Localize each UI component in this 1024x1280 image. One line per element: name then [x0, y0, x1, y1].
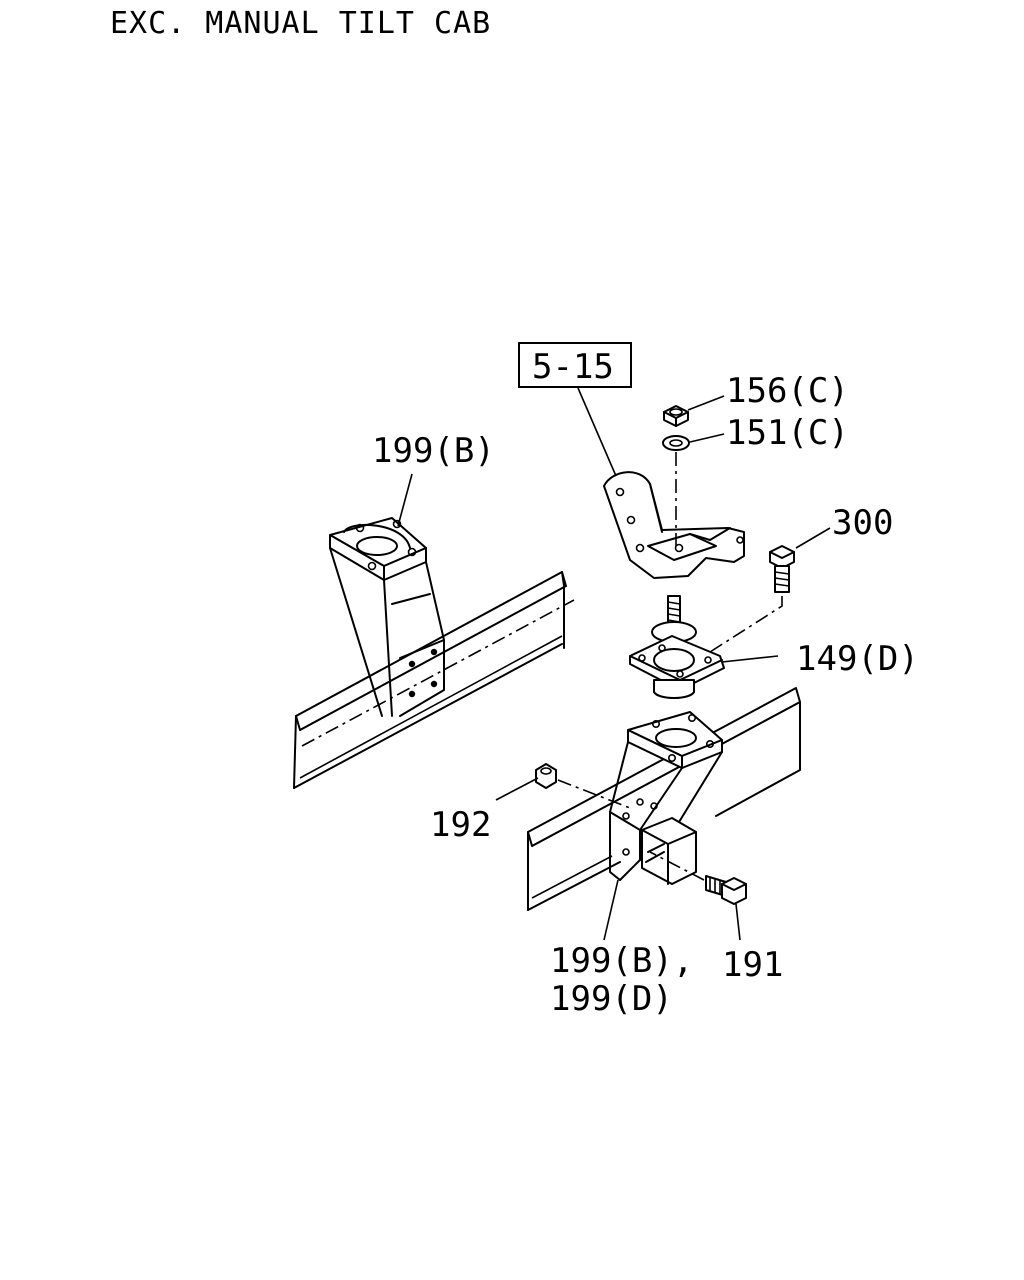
rubber-mount-149d: [629, 595, 725, 699]
bolt-191: [705, 875, 747, 905]
nut-156c: [663, 405, 689, 427]
nut-192: [535, 763, 557, 789]
callout-151c: 151(C): [726, 413, 849, 453]
callout-191: 191: [722, 945, 783, 985]
callout-149d: 149(D): [796, 639, 919, 679]
reference-box-frame: [518, 342, 632, 388]
callout-199b-bottom: 199(B),: [550, 941, 693, 981]
washer-151c: [662, 435, 690, 451]
bolt-300: [769, 545, 795, 593]
callout-192: 192: [430, 805, 491, 845]
reference-box-label: 5-15: [532, 347, 614, 387]
left-bracket-199b: [329, 517, 445, 717]
cab-mount-bracket: [603, 471, 745, 579]
leader-lines: [397, 387, 831, 941]
diagram-title: EXC. MANUAL TILT CAB: [110, 6, 491, 41]
callout-156c: 156(C): [726, 371, 849, 411]
left-frame-rail: [293, 571, 575, 789]
callout-300: 300: [832, 503, 893, 543]
right-bracket-199bd: [609, 711, 723, 885]
callout-199d-bottom: 199(D): [550, 979, 673, 1019]
callout-199b-top: 199(B): [372, 431, 495, 471]
